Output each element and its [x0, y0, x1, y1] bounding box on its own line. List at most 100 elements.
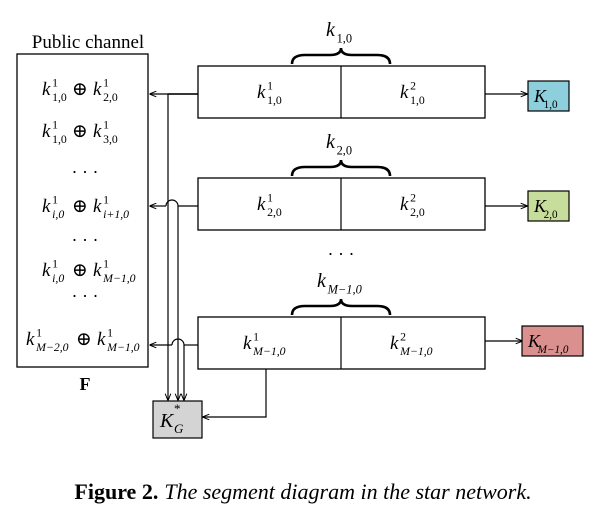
segment-1-brace-label-sub: 1,0	[337, 31, 353, 45]
channel-ellipsis: · · ·	[72, 286, 99, 306]
segment-2-right-half-base: k	[400, 194, 409, 215]
segment-2-output-key: K2,0	[533, 196, 558, 221]
channel-row-5-right-sub: M−1,0	[102, 272, 136, 285]
public-channel-label: Public channel	[32, 32, 144, 53]
segment-1-output-key-base: K	[533, 86, 547, 106]
channel-row-0-right-base: k	[93, 79, 102, 100]
channel-row-1-xor: ⊕	[72, 121, 88, 142]
segm-right-to-kg-line	[203, 369, 267, 417]
channel-row-5-xor: ⊕	[72, 260, 88, 281]
channel-row-5-left-sub: i,0	[52, 272, 64, 285]
channel-row-1-right-sup: 1	[103, 118, 109, 131]
segments-ellipsis: · · ·	[328, 244, 355, 264]
public-channel-box	[16, 53, 149, 368]
channel-row-3-left-sub: i,0	[52, 208, 64, 221]
segment-2-left-half-sub: 2,0	[267, 206, 282, 219]
segment-2-output-box	[527, 190, 570, 222]
channel-row-7-right-sub: M−1,0	[106, 341, 140, 354]
channel-row-7-right-sup: 1	[107, 326, 113, 339]
channel-row-3-right-sub: i+1,0	[103, 208, 129, 221]
channel-row-3-right-sup: 1	[103, 193, 109, 206]
seg2-hop	[165, 199, 179, 207]
segment-1-left-half-sup: 1	[267, 79, 273, 92]
segment-3-output-box	[521, 325, 584, 357]
segment-3-brace-label-sub: M−1,0	[327, 282, 363, 296]
channel-row-7-xor: ⊕	[76, 329, 92, 350]
channel-row-0-left-sub: 1,0	[52, 91, 67, 104]
channel-ellipsis: · · ·	[72, 230, 99, 250]
figure-caption: Figure 2.The segment diagram in the star…	[74, 479, 531, 504]
channel-row-5-left-sup: 1	[52, 257, 58, 270]
segment-2-brace-label-sub: 2,0	[337, 143, 353, 157]
channel-row-1-right-sub: 3,0	[103, 133, 118, 146]
seg1-to-kg-line	[168, 93, 198, 400]
channel-row-0-xor: ⊕	[72, 79, 88, 100]
channel-row-7-left-sup: 1	[36, 326, 42, 339]
segment-1-right-half-sub: 1,0	[410, 94, 425, 107]
channel-row-1-left-base: k	[42, 121, 51, 142]
channel-row-3-right-base: k	[93, 196, 102, 217]
segment-1-left-half-base: k	[257, 82, 266, 103]
group-key-box	[152, 400, 203, 439]
segment-3-left-half-sup: 1	[253, 330, 259, 343]
segment-1-output-box	[527, 80, 570, 112]
segment-1-brace	[290, 47, 392, 65]
segment-2-brace-label-base: k	[326, 131, 336, 153]
channel-row-0-right-sup: 1	[103, 76, 109, 89]
channel-row-1-left-sup: 1	[52, 118, 58, 131]
segment-1-output-key: K1,0	[533, 86, 558, 111]
caption-prefix: Figure 2.	[74, 479, 158, 504]
channel-row-0-left-sup: 1	[52, 76, 58, 89]
segm-hop	[171, 338, 185, 346]
channel-ellipsis: · · ·	[72, 162, 99, 182]
channel-row-7-left-sub: M−2,0	[35, 341, 69, 354]
segment-1-output-key-sub: 1,0	[544, 99, 558, 111]
channel-row-5-left-base: k	[42, 260, 51, 281]
segment-1-left-half-sub: 1,0	[267, 94, 282, 107]
segment-3-right-half-base: k	[390, 333, 399, 354]
channel-row-3-left-sup: 1	[52, 193, 58, 206]
group-key-node: K * G	[152, 400, 203, 439]
channel-row-0-right-sub: 2,0	[103, 91, 118, 104]
segment-3-right-half-sub: M−1,0	[399, 345, 433, 358]
segment-1-brace-label-base: k	[326, 19, 336, 41]
segment-1-right-half-sup: 2	[410, 79, 416, 92]
channel-row-1-left-sub: 1,0	[52, 133, 67, 146]
channel-row-1-right-base: k	[93, 121, 102, 142]
segment-2-output-key-base: K	[533, 196, 547, 216]
channel-row-3-left-base: k	[42, 196, 51, 217]
segment-2-right-half-sub: 2,0	[410, 206, 425, 219]
group-key-sub: G	[174, 421, 184, 436]
channel-row-3-xor: ⊕	[72, 196, 88, 217]
segment-2-brace	[290, 159, 392, 177]
channel-row-0-left-base: k	[42, 79, 51, 100]
channel-row-7-right-base: k	[97, 329, 106, 350]
channel-row-7-left-base: k	[26, 329, 35, 350]
caption-text: The segment diagram in the star network.	[164, 479, 531, 504]
matrix-f-label: F	[80, 374, 91, 394]
segment-3-output-key-sub: M−1,0	[537, 344, 569, 356]
segment-2-output-key-sub: 2,0	[544, 209, 558, 221]
segment-3-output-key-base: K	[527, 331, 541, 351]
